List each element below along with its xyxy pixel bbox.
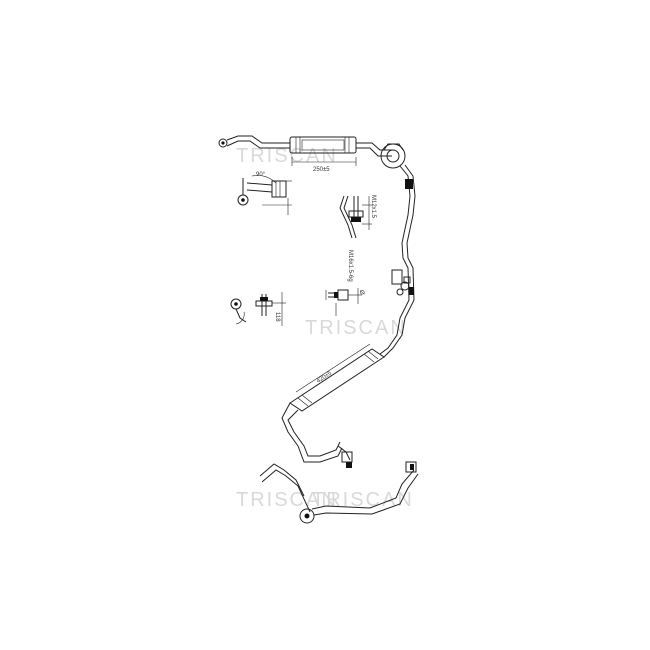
mid-small-label: Ø xyxy=(358,290,364,295)
lower-hose-length-label: 420±5 xyxy=(316,370,334,384)
detail-m16-fitting: M16x1.5-6g Ø xyxy=(325,250,364,316)
detail-m12-fitting: M12x1.5 xyxy=(339,195,376,239)
watermark-middle: TRISCAN xyxy=(305,317,407,339)
watermark-bottom-left: TRISCAN xyxy=(236,489,338,511)
top-pipe-assembly: 250±5 xyxy=(218,135,406,173)
lower-hose: 420±5 xyxy=(281,343,385,468)
left-small-label: 118 xyxy=(274,312,280,322)
thread-mid-label: M16x1.5-6g xyxy=(347,250,353,282)
bottom-pipe xyxy=(259,461,419,524)
watermark-bottom-right: TRISCAN xyxy=(312,489,414,511)
top-hose-length-label: 250±5 xyxy=(313,167,330,173)
thread-top-label: M12x1.5 xyxy=(370,195,376,219)
vertical-pipe xyxy=(379,164,416,358)
watermark-top: TRISCAN xyxy=(236,145,338,167)
angle-top-label: 90° xyxy=(256,172,266,178)
detail-left-fitting: 118 xyxy=(230,292,286,326)
detail-angle-fitting: 90° xyxy=(237,172,292,215)
